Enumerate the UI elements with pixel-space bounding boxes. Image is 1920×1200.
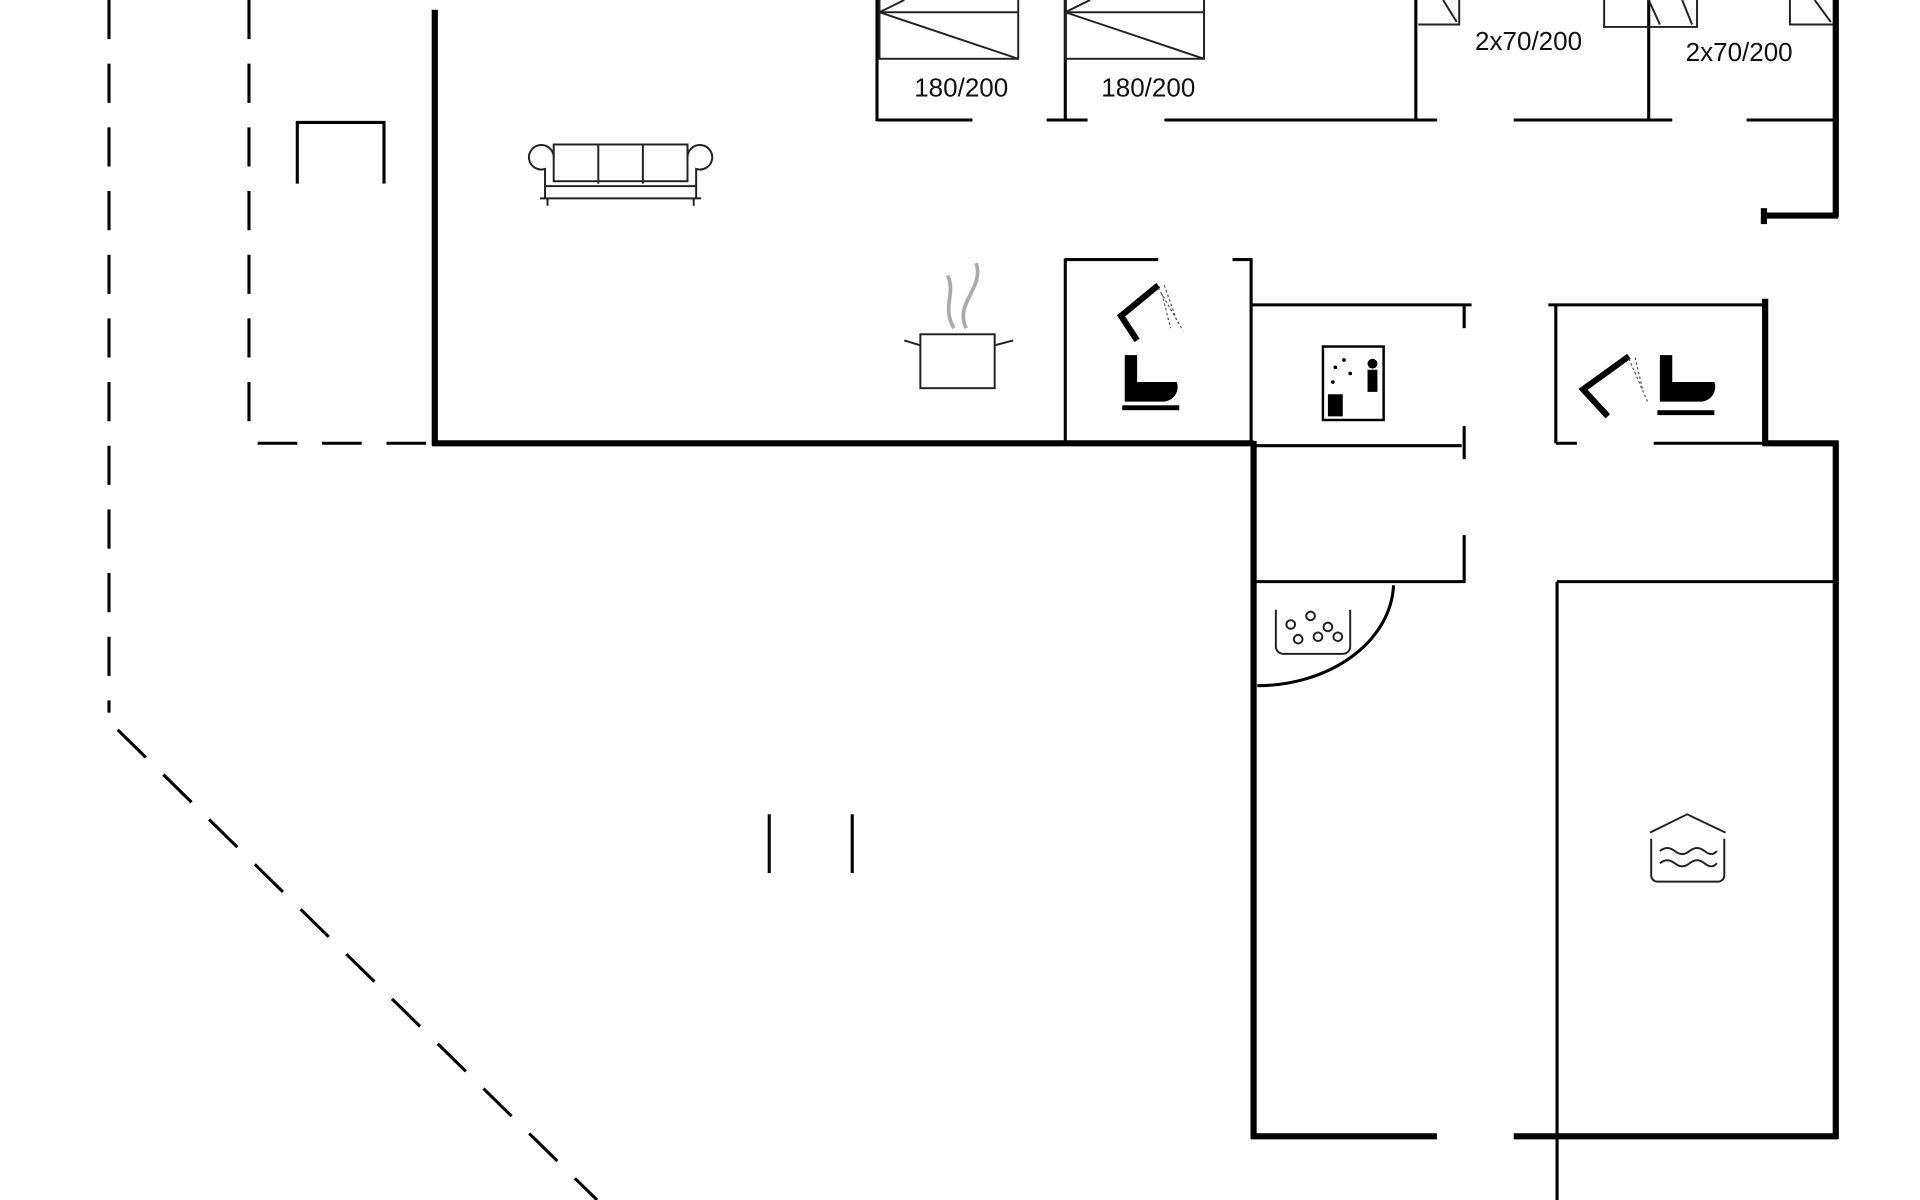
double-bed bbox=[878, 0, 1020, 60]
terrace-outline bbox=[107, 0, 599, 1200]
whirlpool-icon bbox=[1274, 609, 1352, 655]
single-beds bbox=[1418, 0, 1834, 28]
cooking-pot-icon bbox=[903, 262, 1014, 390]
shower-icon bbox=[1116, 282, 1184, 343]
sauna-icon bbox=[1321, 345, 1385, 422]
bed-size-label: 180/200 bbox=[914, 75, 1008, 103]
bed-size-label: 2x70/200 bbox=[1475, 28, 1582, 56]
sofa-icon bbox=[527, 143, 714, 206]
double-bed bbox=[1064, 0, 1206, 60]
toilet-icon bbox=[1122, 355, 1180, 411]
toilet-icon bbox=[1657, 355, 1716, 416]
bed-size-label: 180/200 bbox=[1101, 75, 1195, 103]
shower-icon bbox=[1578, 353, 1649, 419]
walls bbox=[431, 0, 1839, 1200]
pool-icon bbox=[1649, 813, 1726, 883]
bed-size-label: 2x70/200 bbox=[1686, 39, 1793, 67]
